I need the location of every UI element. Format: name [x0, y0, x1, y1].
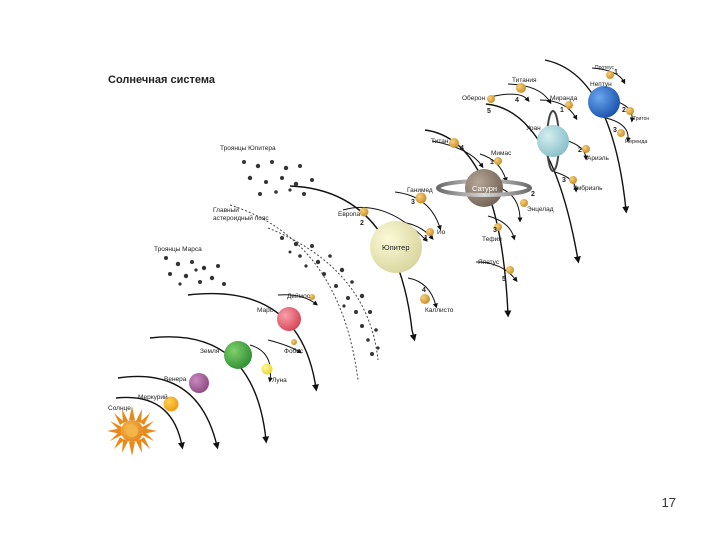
nereid	[617, 129, 625, 137]
ganymede	[416, 193, 427, 204]
nereid-label: Нереида	[625, 139, 648, 145]
enceladus-label: Энцелад	[527, 206, 554, 213]
ganymede-number: 3	[411, 199, 415, 206]
oberon	[487, 95, 495, 103]
venus	[189, 373, 209, 393]
titania-label: Титания	[512, 77, 537, 84]
jupiter-trojans-label: Троянцы Юпитера	[220, 145, 276, 152]
nereid-number: 3	[613, 127, 617, 134]
neptune-label: Нептун	[590, 81, 612, 88]
titania	[516, 83, 526, 93]
ariel-number: 2	[578, 147, 582, 154]
ganymede-label: Ганимед	[407, 187, 433, 194]
mars-trojans	[164, 256, 226, 286]
page-title: Солнечная система	[108, 74, 216, 86]
callisto-label: Каллисто	[425, 307, 454, 314]
phobos-label: Фобос	[284, 347, 304, 355]
page-number: 17	[662, 495, 676, 510]
umbriel-number: 3	[562, 177, 566, 184]
sun-label: Солнце	[108, 405, 131, 412]
uranus-label: Уран	[526, 125, 541, 132]
iapetus-number: 5	[502, 276, 506, 283]
callisto-number: 4	[422, 287, 426, 294]
asteroid-belt-label-2: астероидный пояс	[213, 214, 269, 222]
mars	[277, 307, 301, 331]
miranda-label: Миранда	[550, 95, 578, 102]
europa	[360, 208, 369, 217]
mars-orbit	[188, 294, 316, 388]
ariel	[582, 145, 590, 153]
titan-number: 4	[460, 145, 464, 152]
titan-label: Титан	[431, 138, 449, 145]
umbriel	[569, 176, 577, 184]
mimas-number: 1	[490, 159, 494, 166]
iapetus	[506, 266, 514, 274]
triton-number: 2	[622, 107, 626, 114]
proteus-label: Протеус	[595, 65, 614, 71]
neptune	[588, 86, 620, 118]
oberon-number: 5	[487, 108, 491, 115]
triton-label: Тритон	[633, 116, 649, 122]
oberon-label: Оберон	[462, 94, 486, 102]
moon-orbits	[250, 68, 632, 380]
moon	[262, 364, 273, 375]
triton	[626, 107, 634, 115]
saturn-label: Сатурн	[472, 184, 497, 193]
jupiter-trojans	[242, 160, 314, 196]
tethys-label: Тефия	[482, 236, 502, 243]
titania-number: 4	[515, 97, 519, 104]
miranda-number: 1	[560, 107, 564, 114]
mars-label: Марс	[257, 307, 274, 314]
tethys-number: 3	[493, 227, 497, 234]
mimas-label: Мимас	[491, 150, 512, 157]
proteus	[606, 71, 614, 79]
titan	[449, 138, 459, 148]
umbriel-label: Умбриэль	[573, 184, 603, 192]
jupiter-label: Юпитер	[382, 243, 410, 252]
earth-label: Земля	[200, 348, 220, 355]
proteus-number: 1	[614, 69, 618, 76]
moon-label: Луна	[272, 377, 287, 384]
mimas	[494, 157, 502, 165]
europa-number: 2	[360, 220, 364, 227]
asteroid-belt-label-1: Главный	[213, 206, 239, 214]
ariel-label: Ариэль	[587, 155, 610, 162]
venus-label: Венера	[164, 376, 187, 383]
iapetus-label: Япетус	[478, 259, 500, 266]
earth	[224, 341, 252, 369]
io-label: Ио	[437, 229, 446, 236]
phobos	[291, 339, 297, 345]
mars-trojans-label: Троянцы Марса	[154, 246, 202, 253]
uranus	[537, 125, 569, 157]
deimos-label: Деймос	[287, 292, 311, 300]
sun	[107, 406, 157, 456]
mercury-label: Меркурий	[138, 393, 168, 401]
enceladus-number: 2	[531, 191, 535, 198]
callisto	[420, 294, 430, 304]
europa-label: Европа	[338, 211, 361, 218]
io-number: 1	[424, 235, 428, 242]
miranda	[565, 101, 573, 109]
